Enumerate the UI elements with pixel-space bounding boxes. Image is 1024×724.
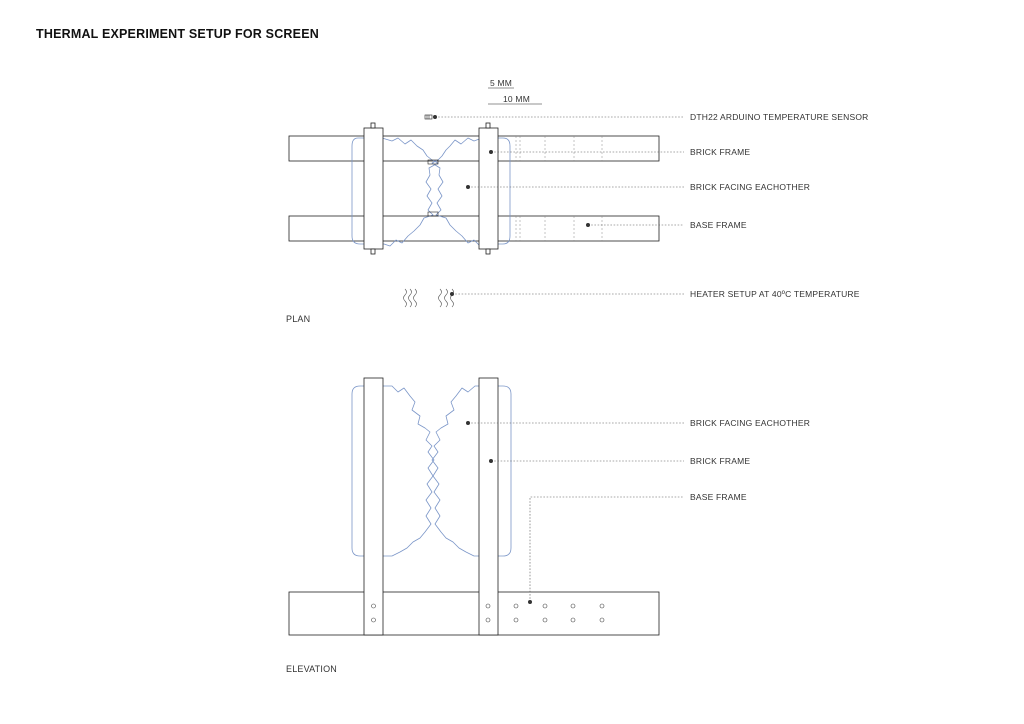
elev-brick-right xyxy=(431,385,512,557)
elevation-view: BRICK FACING EACHOTHER BRICK FRAME BASE … xyxy=(286,377,810,674)
elev-brick-frame-left xyxy=(363,377,384,636)
scale-label-10mm: 10 MM xyxy=(503,94,530,104)
plan-base-frame-bottom xyxy=(288,215,660,242)
elevation-view-label: ELEVATION xyxy=(286,664,337,674)
plan-leaders xyxy=(433,115,684,296)
elev-brick-left xyxy=(351,385,435,557)
plan-brick-gap-bottom xyxy=(427,211,439,217)
plan-view-label: PLAN xyxy=(286,314,310,324)
plan-brick-left xyxy=(351,137,439,247)
elev-label-brick-facing: BRICK FACING EACHOTHER xyxy=(690,418,810,428)
label-brick-facing: BRICK FACING EACHOTHER xyxy=(690,182,810,192)
plan-brick-gap-top xyxy=(427,159,439,165)
heater-icon xyxy=(403,288,454,308)
plan-base-frame-top xyxy=(288,135,660,162)
plan-frame-tab xyxy=(485,248,491,255)
temperature-sensor-icon xyxy=(424,114,433,120)
elev-brick-frame-right xyxy=(478,377,499,636)
elev-leaders xyxy=(466,421,684,604)
plan-frame-joints xyxy=(515,136,603,241)
elev-base-frame xyxy=(288,591,660,636)
plan-frame-tab xyxy=(485,122,491,129)
scale-label-5mm: 5 MM xyxy=(490,78,512,88)
elev-label-brick-frame: BRICK FRAME xyxy=(690,456,750,466)
page-title: THERMAL EXPERIMENT SETUP FOR SCREEN xyxy=(36,27,319,41)
elev-bolt-holes xyxy=(371,603,605,623)
plan-view: DTH22 ARDUINO TEMPERATURE SENSOR BRICK F… xyxy=(286,112,868,324)
plan-brick-frame-right xyxy=(478,127,499,250)
label-brick-frame: BRICK FRAME xyxy=(690,147,750,157)
label-base-frame: BASE FRAME xyxy=(690,220,747,230)
elev-label-base-frame: BASE FRAME xyxy=(690,492,747,502)
plan-brick-right xyxy=(431,137,511,247)
scale-bar: 5 MM 10 MM xyxy=(488,78,542,105)
plan-brick-frame-left xyxy=(363,127,384,250)
label-heater: HEATER SETUP AT 40ºC TEMPERATURE xyxy=(690,289,860,299)
plan-frame-tab xyxy=(370,248,376,255)
plan-frame-tab xyxy=(370,122,376,129)
label-sensor: DTH22 ARDUINO TEMPERATURE SENSOR xyxy=(690,112,868,122)
